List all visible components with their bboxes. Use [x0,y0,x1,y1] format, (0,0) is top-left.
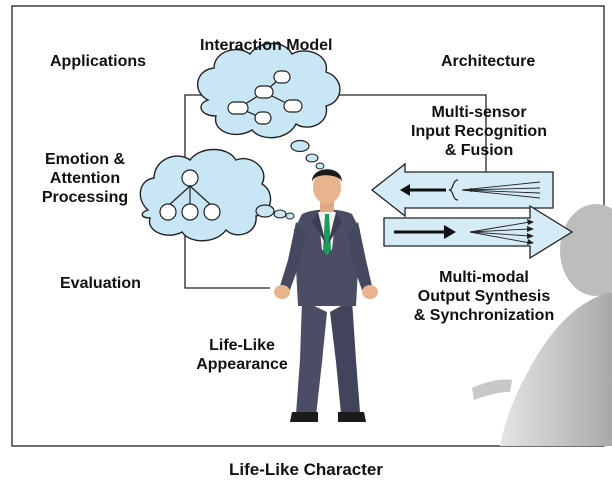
input-arrow-icon [370,162,554,218]
character-figure-icon [274,169,378,422]
label-emotion-line2: Attention [49,170,121,187]
label-input-recognition-line2: Input Recognition [411,123,547,140]
label-emotion-line1: Emotion & [45,151,125,168]
label-interaction-model: Interaction Model [200,37,333,54]
label-architecture: Architecture [441,53,536,70]
label-appearance-line1: Life-Like [209,337,275,354]
figure-caption: Life-Like Character [229,460,383,479]
label-input-recognition-line1: Multi-sensor [431,104,527,121]
label-input-recognition: Multi-sensor Input Recognition & Fusion [404,103,554,160]
label-input-recognition-line3: & Fusion [444,142,514,159]
thought-cloud-emotion-icon [139,148,295,242]
label-emotion-attention: Emotion & Attention Processing [20,150,150,207]
thought-cloud-interaction-icon [197,42,341,170]
label-applications: Applications [50,53,147,70]
label-emotion-line3: Processing [41,189,129,206]
output-arrow-icon [383,204,574,260]
label-evaluation: Evaluation [60,275,141,292]
label-appearance-line2: Appearance [196,356,288,373]
label-output-synthesis: Multi-modal Output Synthesis & Synchroni… [396,268,572,325]
observer-figure-icon [472,204,612,446]
label-output-line1: Multi-modal [439,269,529,286]
label-output-line3: & Synchronization [413,307,555,324]
label-output-line2: Output Synthesis [417,288,551,305]
label-appearance: Life-Like Appearance [184,336,300,374]
